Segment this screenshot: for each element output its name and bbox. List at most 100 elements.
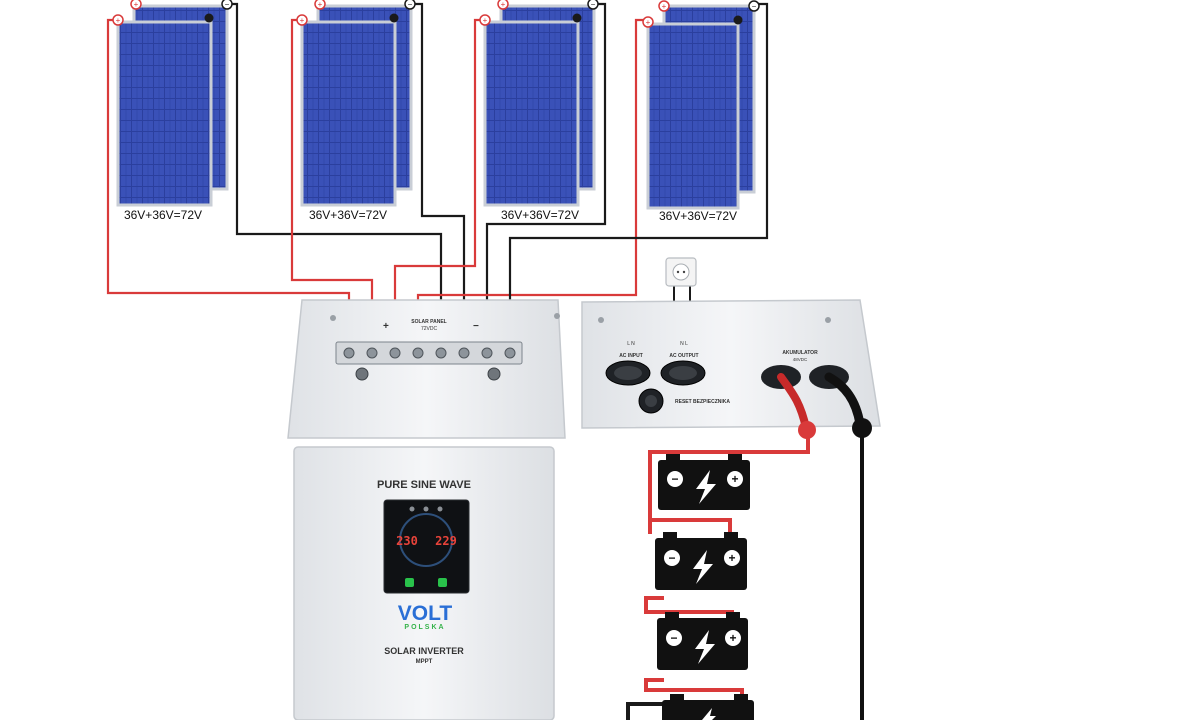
battery-terminal-post: [734, 694, 748, 700]
panel-negative-terminal: [404, 0, 416, 10]
battery-bank: − + − + − +: [655, 454, 754, 720]
status-led-icon: [409, 506, 415, 512]
solar-panel-front: [646, 22, 740, 210]
mount-bolt-icon: [487, 367, 501, 381]
wire-panel-1-negative: [227, 2, 443, 352]
battery-minus-icon: [664, 550, 680, 566]
control-button[interactable]: [438, 578, 447, 587]
wire-battery-main-positive: [648, 430, 810, 534]
panel-positive-terminal: [314, 0, 326, 10]
wire-panel-3-positive: [393, 18, 485, 352]
panel-voltage-label: 36V+36V=72V: [309, 208, 387, 222]
panel-series-junction: [733, 15, 743, 25]
battery-plus-symbol: +: [729, 631, 736, 645]
product-name: SOLAR INVERTER: [384, 646, 464, 656]
solar-terminal-minus-label: −: [473, 321, 479, 332]
ac-input-gland-inner: [614, 366, 642, 380]
battery-terminal-label: AKUMULATOR: [782, 350, 818, 356]
screw-icon: [825, 317, 831, 323]
terminal-symbol: +: [501, 0, 506, 9]
battery-negative-cable: [824, 372, 865, 429]
solar-panel-input-label: SOLAR PANEL: [411, 319, 446, 325]
terminal-screw-icon: [435, 347, 447, 359]
wall-socket: [665, 257, 697, 287]
reset-fuse-label: RESET BEZPIECZNIKA: [675, 399, 730, 405]
reset-fuse-cap: [645, 395, 657, 407]
panel-negative-terminal: [221, 0, 233, 10]
ac-output-gland-inner: [669, 366, 697, 380]
panel-series-junction: [204, 13, 214, 23]
status-led-icon: [423, 506, 429, 512]
panel-negative-terminal: [587, 0, 599, 10]
display-value-left: 230: [396, 534, 418, 548]
solar-panel-pair-4: + + − 36V+36V=72V: [642, 0, 760, 223]
terminal-screw-icon: [412, 347, 424, 359]
inverter: + SOLAR PANEL 72VDC − PURE SINE WAVE 230…: [287, 299, 566, 720]
battery-3: − +: [657, 612, 748, 670]
wire-panel-3-negative: [485, 2, 607, 352]
battery-positive-lug: [798, 421, 816, 439]
battery-body: [662, 700, 754, 720]
panel-positive-terminal: [497, 0, 509, 10]
brand-logo-bottom: POLSKA: [404, 624, 445, 631]
ac-output-pins: N L: [680, 341, 688, 347]
brand-logo-top: VOLT: [398, 602, 453, 625]
solar-panels: + + − 36V+36V=72V + + − 36V+36V=72V +: [112, 0, 760, 223]
lightning-bolt-icon: [696, 470, 716, 504]
terminal-symbol: +: [116, 16, 121, 25]
panel-positive-terminal: [296, 14, 308, 26]
wire-panel-4-negative: [508, 2, 769, 352]
terminal-symbol: +: [662, 2, 667, 11]
battery-terminal-post: [663, 532, 677, 538]
solar-panel-front: [483, 20, 580, 207]
battery-terminal-post: [726, 612, 740, 618]
battery-terminal-post: [666, 454, 680, 460]
battery-1: − +: [658, 454, 750, 510]
battery-minus-icon: [666, 630, 682, 646]
battery-plus-icon: [724, 550, 740, 566]
lightning-bolt-icon: [702, 708, 716, 720]
screw-icon: [598, 317, 604, 323]
panel-voltage-label: 36V+36V=72V: [659, 209, 737, 223]
battery-2: − +: [655, 532, 747, 590]
wire-panel-2-negative: [410, 2, 466, 352]
panel-negative-terminal: [748, 0, 760, 12]
terminal-symbol: −: [591, 0, 596, 9]
screw-icon: [330, 315, 336, 321]
solar-terminal-plus-label: +: [383, 321, 389, 332]
panel-series-junction: [389, 13, 399, 23]
front-title: PURE SINE WAVE: [377, 479, 471, 491]
solar-panel-input-voltage: 72VDC: [421, 326, 438, 332]
control-button[interactable]: [405, 578, 414, 587]
battery-terminal-post: [724, 532, 738, 538]
ac-input-pins: L N: [627, 341, 635, 347]
product-type: MPPT: [416, 659, 433, 665]
terminal-screw-icon: [481, 347, 493, 359]
screw-icon: [554, 313, 560, 319]
battery-minus-symbol: −: [668, 551, 675, 565]
inverter-top-panel: [287, 299, 566, 439]
display-value-right: 229: [435, 534, 457, 548]
terminal-symbol: +: [134, 0, 139, 9]
solar-panel-pair-2: + + − 36V+36V=72V: [296, 0, 416, 222]
panel-voltage-label: 36V+36V=72V: [501, 208, 579, 222]
wire-battery-link-4: [626, 702, 672, 720]
panel-positive-terminal: [642, 16, 654, 28]
socket-pin-icon: [676, 270, 680, 274]
solar-panel-pair-1: + + − 36V+36V=72V: [112, 0, 233, 222]
terminal-symbol: −: [225, 0, 230, 9]
battery-4: [662, 694, 754, 720]
socket-pin-icon: [682, 270, 686, 274]
battery-plus-symbol: +: [728, 551, 735, 565]
ac-output-label: AC OUTPUT: [669, 353, 698, 359]
battery-terminal-voltage: 48VDC: [793, 357, 808, 362]
panel-series-junction: [572, 13, 582, 23]
solar-terminal-block: [335, 341, 523, 365]
battery-terminal-post: [728, 454, 742, 460]
panel-positive-terminal: [130, 0, 142, 10]
wire-battery-link-2: [644, 596, 734, 614]
ac-input-label: AC INPUT: [619, 353, 643, 359]
battery-minus-symbol: −: [670, 631, 677, 645]
battery-plus-icon: [725, 630, 741, 646]
battery-negative-lug: [852, 418, 872, 438]
